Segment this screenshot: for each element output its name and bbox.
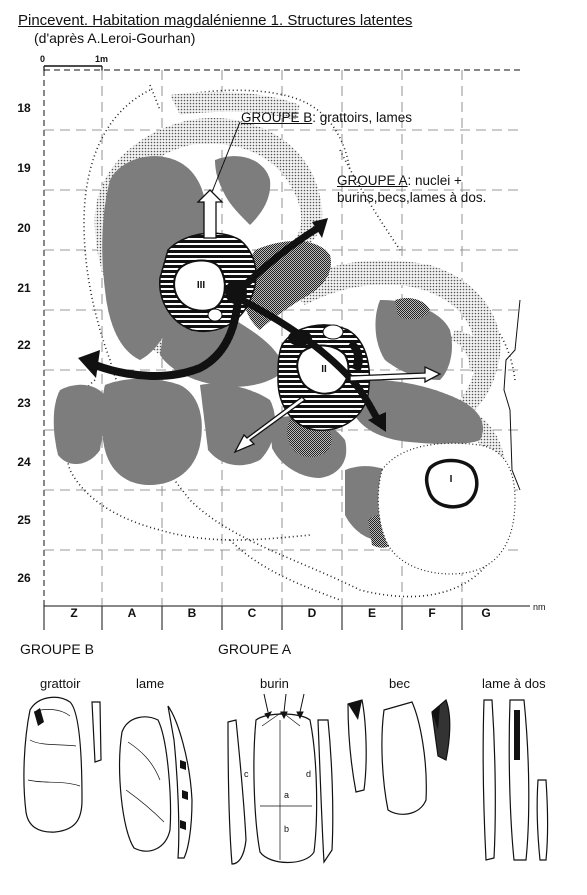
- tool-label-bec: bec: [389, 676, 410, 691]
- lame-drawing: [119, 716, 172, 852]
- tool-label-lame: lame: [136, 676, 165, 691]
- row-label-21: 21: [17, 281, 31, 295]
- col-label-a: A: [127, 606, 137, 620]
- row-label-19: 19: [17, 161, 31, 175]
- tool-label-burin: burin: [260, 676, 289, 691]
- tools-groupe-b-title: GROUPE B: [20, 641, 94, 657]
- tool-label-grattoir: grattoir: [40, 676, 81, 691]
- col-label-g: G: [481, 606, 491, 620]
- retouch-marks: [34, 700, 520, 830]
- burin-letter-d: d: [306, 769, 312, 779]
- lame-side: [167, 705, 193, 859]
- groupe-b-text: : grattoirs, lames: [312, 110, 413, 125]
- grattoir-drawing: [23, 696, 83, 833]
- col-label-b: B: [187, 606, 197, 620]
- groupe-b-name: GROUPE B: [241, 110, 313, 125]
- row-label-22: 22: [17, 338, 31, 352]
- axis-mark: nm: [533, 602, 546, 612]
- col-label-c: C: [247, 606, 257, 620]
- burin-letter-a: a: [284, 790, 290, 800]
- row-label-26: 26: [17, 571, 31, 585]
- groupe-a-callout: GROUPE A: nuclei +: [337, 173, 462, 188]
- hearth-ii-label: II: [321, 364, 327, 375]
- grattoir-side: [91, 701, 102, 763]
- burin-face: [253, 713, 318, 863]
- groupe-a-text-2: burins,becs,lames à dos.: [337, 190, 487, 205]
- col-label-z: Z: [70, 606, 78, 620]
- edge-line: [503, 299, 521, 491]
- groupe-b-pointer: [211, 121, 241, 193]
- outline-arrows: [196, 189, 442, 454]
- bec-right: [431, 698, 451, 761]
- figure-title: Pincevent. Habitation magdalénienne 1. S…: [18, 12, 413, 29]
- hearth-i: [424, 458, 479, 509]
- burin-right: [317, 719, 334, 864]
- col-label-d: D: [307, 606, 317, 620]
- lame-a-dos-1: [482, 699, 496, 861]
- tools-groupe-a-title: GROUPE A: [218, 641, 292, 657]
- row-label-18: 18: [17, 101, 31, 115]
- figure-subtitle: (d'après A.Leroi-Gourhan): [34, 30, 196, 46]
- row-label-20: 20: [17, 221, 31, 235]
- col-label-e: E: [367, 606, 376, 620]
- dispersion-arrows: [78, 218, 386, 432]
- scale-zero: 0: [40, 54, 46, 64]
- row-label-23: 23: [17, 396, 31, 410]
- groupe-a-name: GROUPE A: [337, 173, 408, 188]
- groupe-b-callout: GROUPE B: grattoirs, lames: [241, 110, 412, 125]
- bec-face: [381, 701, 427, 815]
- col-label-f: F: [428, 606, 436, 620]
- burin-left: [227, 719, 247, 865]
- burin-letter-c: c: [244, 769, 249, 779]
- burin-pointers: [263, 693, 305, 720]
- scale-one-meter: 1m: [95, 54, 109, 64]
- tool-drawings: [23, 696, 549, 865]
- row-label-24: 24: [17, 455, 31, 469]
- bec-left: [347, 699, 367, 793]
- plan-frame: [43, 69, 522, 620]
- hearth-iii: [159, 232, 257, 332]
- hearth-i-area: [377, 442, 516, 575]
- row-label-25: 25: [17, 513, 31, 527]
- tool-label-lame-a-dos: lame à dos: [482, 676, 546, 691]
- groupe-a-text-1: : nuclei +: [407, 173, 462, 188]
- hearth-ii: [277, 324, 371, 431]
- burin-letter-b: b: [284, 824, 290, 834]
- lame-a-dos-3: [536, 779, 549, 861]
- hearth-iii-label: III: [196, 280, 206, 291]
- hearth-i-label: I: [449, 474, 453, 485]
